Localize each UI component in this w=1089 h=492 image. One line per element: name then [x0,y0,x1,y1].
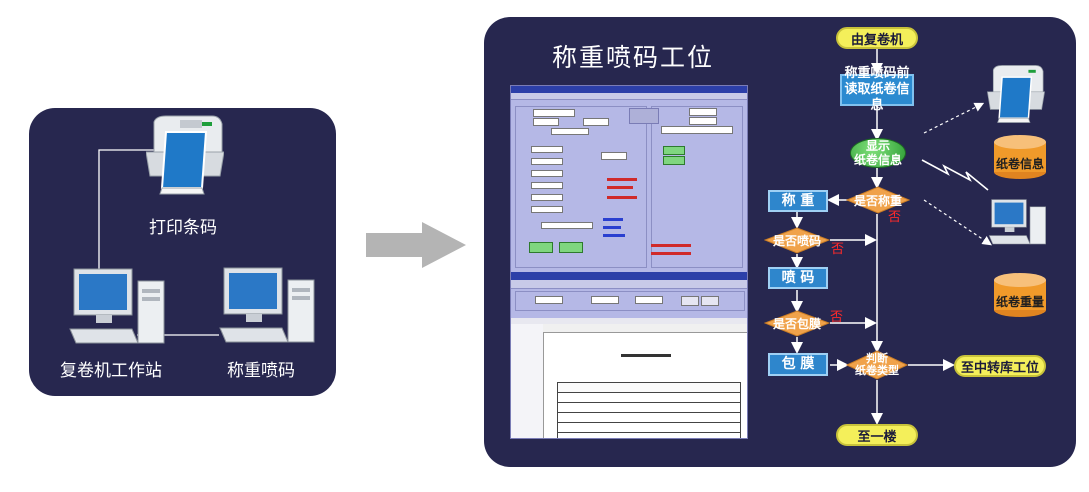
diamond-judge [846,350,908,380]
printer-icon [146,115,224,195]
panel-title: 称重喷码工位 [552,43,715,72]
db-info-label: 纸卷信息 [995,157,1044,171]
flow-q-wrap: 是否包膜 [772,317,821,331]
flow-judge: 判断 纸卷类型 [855,352,899,377]
diamond-weigh [846,186,910,214]
flow-to-first-floor: 至一楼 [836,424,918,446]
arrow-right-icon [366,222,466,268]
no-label-weigh: 否 [888,210,902,225]
flow-show-info: 显示 纸卷信息 [850,138,906,168]
database-icon [994,273,1046,317]
flow-to-warehouse: 至中转库工位 [954,355,1046,377]
printer-label: 打印条码 [149,218,217,238]
flow-start: 由复卷机 [836,27,918,49]
flow-q-print: 是否喷码 [772,234,821,248]
flow-wrap: 包 膜 [768,353,828,376]
flow-print: 喷 码 [768,267,828,289]
computer-icon [988,199,1046,245]
diamond-wrap [764,310,830,337]
computer-icon [69,268,165,344]
flow-q-weigh: 是否称重 [853,193,902,208]
computer-icon [219,267,315,343]
database-icon [994,135,1046,179]
no-label-wrap: 否 [830,310,844,325]
no-label-print: 否 [831,242,845,257]
software-screenshot [510,85,748,439]
lightning-icon [921,159,989,191]
flow-read-info: 称重喷码前 读取纸卷信息 [840,66,914,113]
workstation-label: 复卷机工作站 [60,361,162,381]
diamond-print [764,227,830,254]
weigh-label: 称重喷码 [227,361,295,381]
flow-weigh: 称 重 [768,190,828,212]
db-weight-label: 纸卷重量 [995,295,1044,309]
printer-icon [987,65,1045,123]
